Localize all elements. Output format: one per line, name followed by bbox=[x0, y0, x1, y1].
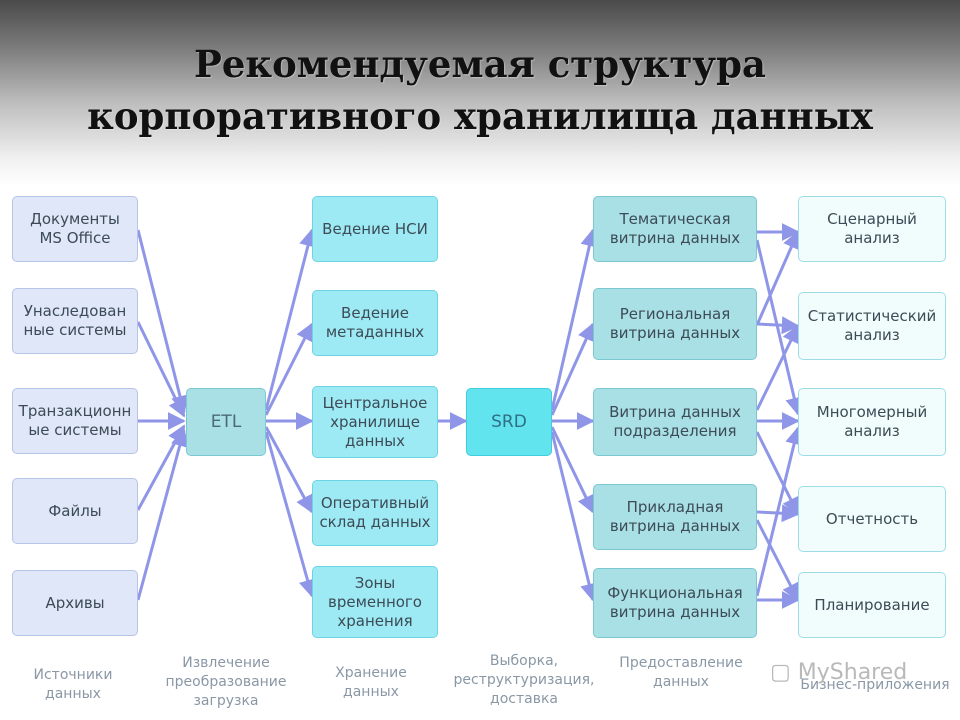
app-statistical-analysis: Статистический анализ bbox=[798, 292, 946, 360]
arrow-srd-m5 bbox=[550, 431, 598, 602]
srd-node: SRD bbox=[466, 388, 552, 456]
storage-nsi-label: Ведение НСИ bbox=[322, 219, 428, 238]
app-reporting: Отчетность bbox=[798, 486, 946, 552]
storage-metadata: Ведение метаданных bbox=[312, 290, 438, 356]
source-documents: Документы MS Office bbox=[12, 196, 138, 262]
source-transaction-systems: Транзакционн ые системы bbox=[12, 388, 138, 454]
storage-central-label: Центральное хранилище данных bbox=[322, 393, 428, 450]
mart-division-label: Витрина данных подразделения bbox=[609, 403, 741, 440]
arrow-m5-r5 bbox=[755, 519, 800, 602]
storage-nsi: Ведение НСИ bbox=[312, 196, 438, 262]
arrow-m4-r4 bbox=[755, 431, 800, 516]
footer-storage: Хранение данных bbox=[335, 665, 407, 700]
arrow-src4-etl bbox=[136, 424, 186, 511]
arrow-etl-st4 bbox=[264, 426, 314, 514]
arrow-src1-etl bbox=[136, 229, 189, 414]
arrow-etl-st1 bbox=[264, 228, 317, 411]
arrow-etl-st5 bbox=[264, 431, 317, 598]
app-scenario-analysis: Сценарный анализ bbox=[798, 196, 946, 262]
storage-central-warehouse: Центральное хранилище данных bbox=[312, 386, 438, 458]
slide-title: Рекомендуемая структура корпоративного х… bbox=[0, 38, 960, 142]
source-archives: Архивы bbox=[12, 570, 138, 636]
footer-etl: Извлечение преобразование загрузка bbox=[165, 655, 287, 709]
arrow-m1-r3 bbox=[755, 239, 804, 416]
watermark-icon: ▢ bbox=[770, 660, 798, 685]
arrow-m1-r1 bbox=[755, 230, 800, 326]
etl-node: ETL bbox=[186, 388, 266, 456]
source-legacy-systems: Унаследован ные системы bbox=[12, 288, 138, 354]
footer-sources: Источники данных bbox=[33, 667, 113, 702]
footer-provision: Предоставление данных bbox=[619, 655, 743, 690]
storage-temporary-zones: Зоны временного хранения bbox=[312, 566, 438, 638]
title-line-2: корпоративного хранилища данных bbox=[87, 94, 873, 138]
source-transaction-label: Транзакционн ые системы bbox=[18, 402, 132, 439]
app-reporting-label: Отчетность bbox=[825, 509, 919, 528]
app-multidimensional-analysis: Многомерный анализ bbox=[798, 388, 946, 456]
mart-thematic: Тематическая витрина данных bbox=[593, 196, 757, 262]
arrow-etl-st2 bbox=[264, 322, 314, 416]
mart-functional: Функциональная витрина данных bbox=[593, 568, 757, 638]
watermark-logo: ▢ MyShared bbox=[770, 660, 907, 685]
storage-operational: Оперативный склад данных bbox=[312, 480, 438, 546]
source-documents-label: Документы MS Office bbox=[30, 210, 120, 247]
arrow-m2-r2 bbox=[755, 324, 800, 411]
app-statistical-label: Статистический анализ bbox=[807, 307, 937, 344]
title-line-1: Рекомендуемая структура bbox=[194, 42, 766, 86]
source-files-label: Файлы bbox=[48, 501, 102, 520]
source-legacy-label: Унаследован ные системы bbox=[23, 302, 127, 339]
storage-temporary-label: Зоны временного хранения bbox=[328, 573, 422, 630]
app-planning: Планирование bbox=[798, 572, 946, 638]
title-banner bbox=[0, 0, 960, 186]
srd-label: SRD bbox=[491, 411, 527, 432]
storage-metadata-label: Ведение метаданных bbox=[325, 304, 425, 341]
mart-thematic-label: Тематическая витрина данных bbox=[609, 210, 741, 247]
source-files: Файлы bbox=[12, 478, 138, 544]
footer-delivery: Выборка, реструктуризация, доставка bbox=[453, 653, 595, 707]
source-archives-label: Архивы bbox=[45, 593, 105, 612]
arrow-src2-etl bbox=[136, 321, 186, 418]
arrow-src5-etl bbox=[136, 428, 189, 601]
arrow-srd-m2 bbox=[550, 322, 595, 416]
footer-business-apps: Бизнес-приложения bbox=[800, 677, 950, 693]
watermark-text: MyShared bbox=[797, 660, 908, 685]
mart-functional-label: Функциональная витрина данных bbox=[607, 584, 743, 621]
app-scenario-label: Сценарный анализ bbox=[827, 210, 917, 247]
app-multidimensional-label: Многомерный анализ bbox=[816, 403, 928, 440]
mart-division: Витрина данных подразделения bbox=[593, 388, 757, 456]
etl-label: ETL bbox=[210, 411, 242, 432]
arrow-srd-m4 bbox=[550, 426, 595, 514]
app-planning-label: Планирование bbox=[814, 595, 930, 614]
mart-applied: Прикладная витрина данных bbox=[593, 484, 757, 550]
mart-regional: Региональная витрина данных bbox=[593, 288, 757, 360]
arrow-srd-m1 bbox=[550, 228, 599, 411]
arrow-m5-r3 bbox=[755, 426, 803, 597]
mart-regional-label: Региональная витрина данных bbox=[609, 305, 741, 342]
mart-applied-label: Прикладная витрина данных bbox=[609, 498, 741, 535]
storage-operational-label: Оперативный склад данных bbox=[319, 494, 431, 531]
